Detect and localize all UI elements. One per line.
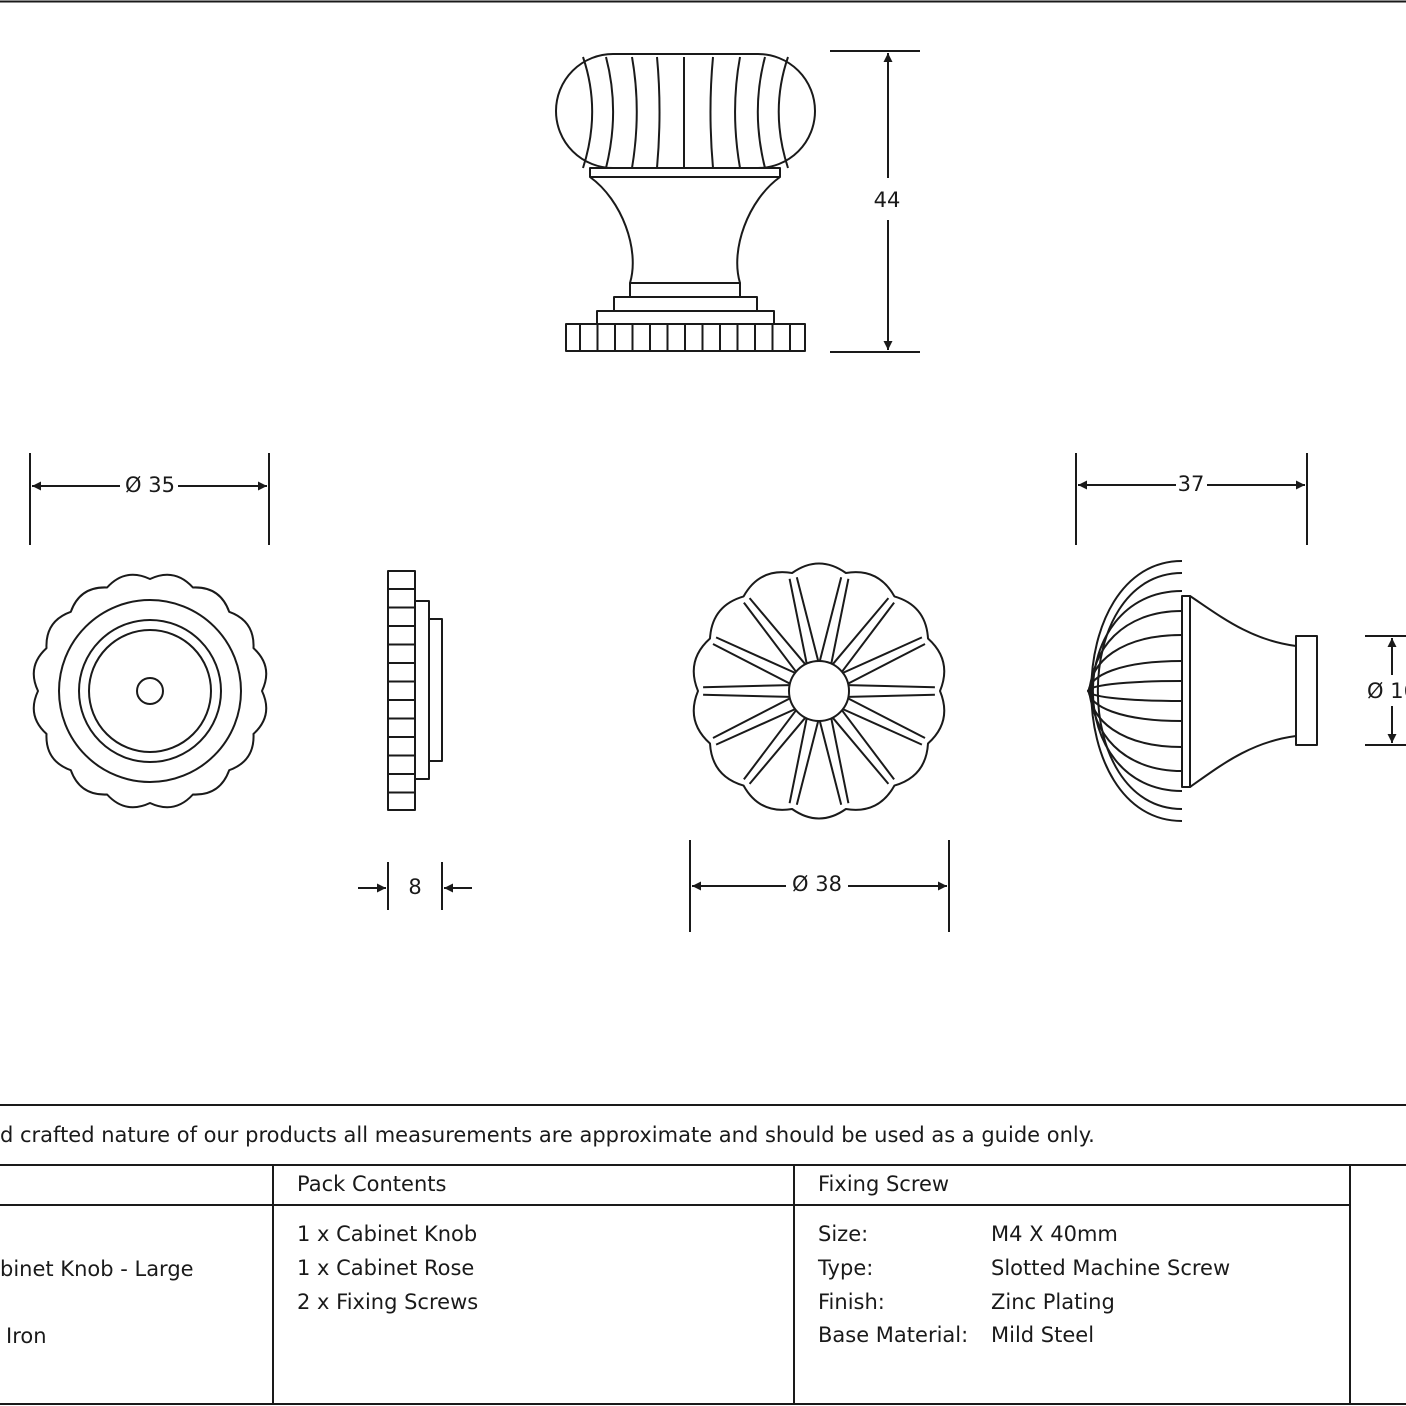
pack-contents-header: Pack Contents: [297, 1172, 447, 1196]
knob-diameter-label: Ø 38: [792, 872, 842, 896]
height-label: 44: [874, 188, 901, 212]
disclaimer-text: d crafted nature of our products all mea…: [0, 1123, 1095, 1147]
product-material: Iron: [6, 1324, 47, 1348]
rose-side-view: [387, 570, 443, 811]
knob-depth-label: 37: [1178, 472, 1205, 496]
knob-top-view: [692, 562, 946, 820]
screw-finish-label: Finish:: [818, 1290, 885, 1314]
knob-side-view: [1087, 560, 1318, 822]
screw-material-value: Mild Steel: [991, 1323, 1095, 1347]
rose-thickness-label: 8: [408, 875, 421, 899]
pack-item: 2 x Fixing Screws: [297, 1290, 479, 1314]
screw-material-label: Base Material:: [818, 1323, 969, 1347]
stem-diameter-label: Ø 16: [1367, 679, 1406, 703]
stem-diameter-dimension: [1365, 635, 1406, 746]
info-table-lines: [0, 1104, 1406, 1405]
product-name: binet Knob - Large: [0, 1257, 194, 1281]
fixing-screw-header: Fixing Screw: [818, 1172, 950, 1196]
rose-front-view: [32, 573, 268, 809]
front-view: [555, 53, 816, 352]
pack-item: 1 x Cabinet Knob: [297, 1222, 478, 1246]
screw-size-value: M4 X 40mm: [991, 1222, 1118, 1246]
screw-type-label: Type:: [818, 1256, 874, 1280]
rose-thickness-dimension: [358, 862, 472, 910]
knob-diameter-dimension: [689, 840, 950, 932]
rose-diameter-dimension: [29, 453, 270, 545]
rose-diameter-label: Ø 35: [125, 473, 175, 497]
pack-item: 1 x Cabinet Rose: [297, 1256, 475, 1280]
height-dimension: [830, 50, 920, 353]
screw-type-value: Slotted Machine Screw: [991, 1256, 1231, 1280]
screw-size-label: Size:: [818, 1222, 869, 1246]
screw-finish-value: Zinc Plating: [991, 1290, 1115, 1314]
knob-depth-dimension: [1075, 453, 1308, 545]
